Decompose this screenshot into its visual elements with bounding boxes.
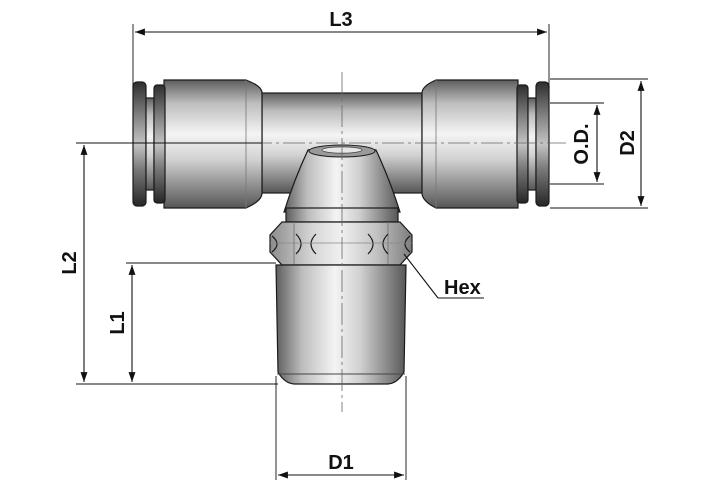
hex-leader: Hex [403,253,484,299]
dimension-l3: L3 [132,9,550,88]
dimension-od: O.D. [550,102,604,185]
thread-stud [275,264,407,385]
left-collet [132,81,166,207]
dimension-d2: D2 [550,78,648,209]
label-l1: L1 [107,311,129,334]
dimension-l2: L2 [59,142,278,385]
label-od: O.D. [571,123,593,164]
dimension-d1: D1 [275,376,407,480]
label-d2: D2 [617,130,639,156]
dimension-l1: L1 [107,262,276,382]
label-hex: Hex [444,277,481,299]
label-l3: L3 [329,9,352,31]
hex-nut [269,221,413,266]
label-l2: L2 [59,251,81,274]
right-collet [516,81,550,207]
label-d1: D1 [328,452,354,474]
